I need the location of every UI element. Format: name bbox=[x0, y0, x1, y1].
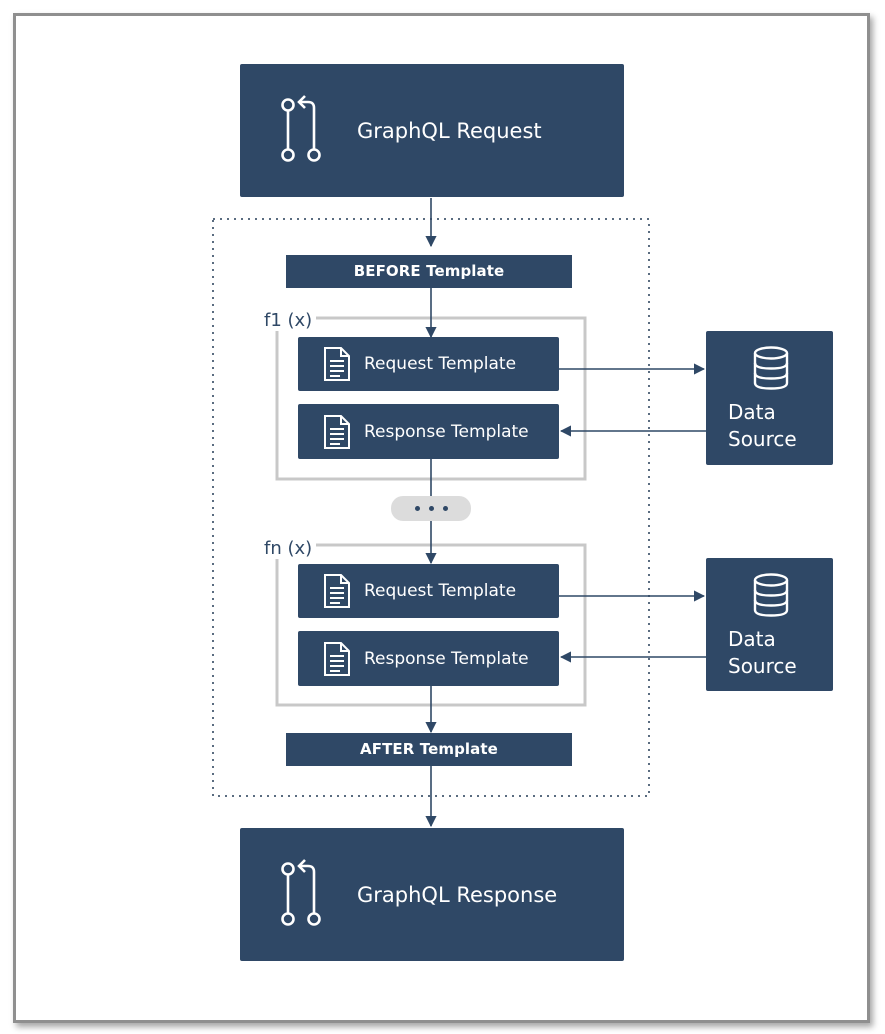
data-source-n: Data Source bbox=[706, 558, 833, 691]
document-icon bbox=[324, 414, 350, 449]
data-source-1-line2: Source bbox=[728, 427, 797, 451]
function-1-label: f1 (x) bbox=[262, 310, 317, 331]
fn-request-template: Request Template bbox=[298, 564, 559, 618]
graphql-request-box: GraphQL Request bbox=[240, 64, 624, 197]
before-template-bar: BEFORE Template bbox=[286, 255, 572, 288]
graphql-request-label: GraphQL Request bbox=[357, 118, 542, 143]
data-source-n-line2: Source bbox=[728, 654, 797, 678]
database-icon bbox=[753, 573, 789, 617]
data-source-1-line1: Data bbox=[728, 400, 776, 424]
f1-response-template-label: Response Template bbox=[364, 421, 529, 442]
fn-request-template-label: Request Template bbox=[364, 581, 517, 601]
document-icon bbox=[324, 347, 350, 381]
document-icon bbox=[324, 641, 350, 676]
f1-request-template: Request Template bbox=[298, 337, 559, 391]
graphql-flow-icon bbox=[281, 95, 321, 162]
database-icon bbox=[753, 346, 789, 390]
fn-response-template-label: Response Template bbox=[364, 648, 529, 669]
graphql-response-label: GraphQL Response bbox=[357, 882, 558, 907]
document-icon bbox=[324, 574, 350, 608]
data-source-n-line1: Data bbox=[728, 627, 776, 651]
graphql-response-box: GraphQL Response bbox=[240, 828, 624, 961]
ellipsis-icon bbox=[391, 496, 471, 521]
function-n-label: fn (x) bbox=[262, 538, 317, 559]
fn-response-template: Response Template bbox=[298, 631, 559, 686]
data-source-1: Data Source bbox=[706, 331, 833, 465]
f1-response-template: Response Template bbox=[298, 404, 559, 459]
graphql-flow-icon bbox=[281, 859, 321, 926]
after-template-bar: AFTER Template bbox=[286, 733, 572, 766]
f1-request-template-label: Request Template bbox=[364, 354, 517, 374]
